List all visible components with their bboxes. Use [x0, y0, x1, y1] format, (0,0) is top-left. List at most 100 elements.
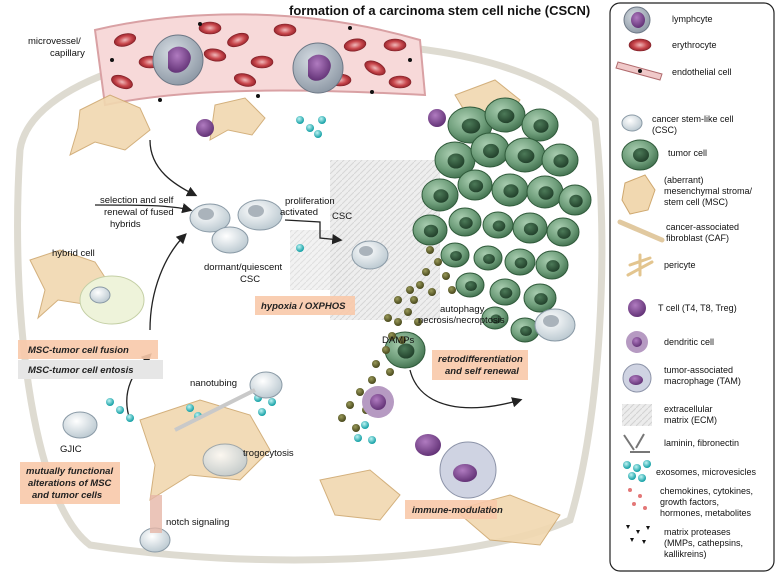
- damp-particle: [352, 424, 360, 432]
- label-damps: DAMPs: [382, 335, 414, 346]
- csc-right: [534, 308, 576, 342]
- box-hypoxia: [255, 296, 355, 315]
- tumor-cell-nucleus: [483, 253, 495, 265]
- tumor-mass: [384, 97, 592, 369]
- exosome: [126, 414, 134, 422]
- tumor-cell-nucleus: [553, 154, 569, 168]
- tumor-cell-nucleus: [517, 148, 535, 164]
- exosome: [314, 130, 322, 138]
- tumor-cell-nucleus: [534, 293, 548, 305]
- tumor-cell-nucleus: [499, 287, 513, 299]
- exosome: [318, 116, 326, 124]
- flow-arrows: [94, 139, 523, 421]
- label-microvessel: microvessel/ capillary: [28, 36, 85, 59]
- tumor-cell-nucleus: [459, 217, 473, 229]
- damp-particle: [448, 286, 456, 294]
- exosome: [268, 398, 276, 406]
- dormant-csc-cluster: [189, 199, 389, 270]
- legend-chemokines: chemokines, cytokines, growth factors, h…: [660, 486, 756, 518]
- damp-particle: [410, 296, 418, 304]
- tumor-cell-nucleus: [433, 189, 449, 203]
- tumor-cell-nucleus: [520, 325, 532, 337]
- label-selection: selection and self renewal of fused hybr…: [100, 195, 176, 230]
- tumor-cell-nucleus: [465, 280, 477, 292]
- damps-particles: [338, 246, 456, 432]
- hybrid-cell: [79, 275, 145, 325]
- box-hypoxia-text: hypoxia / OXPHOS: [261, 301, 346, 312]
- box-retro: [432, 350, 528, 380]
- damp-particle: [356, 388, 364, 396]
- tumor-cell-nucleus: [447, 153, 465, 169]
- legend-dendritic: dendritic cell: [664, 337, 714, 347]
- legend-pericyte: pericyte: [664, 260, 696, 270]
- label-hybrid-cell: hybrid cell: [52, 248, 95, 259]
- exosome: [296, 116, 304, 124]
- damp-particle: [368, 376, 376, 384]
- legend-msc: (aberrant) mesenchymal stroma/ stem cell…: [664, 175, 755, 207]
- box-entosis-text: MSC-tumor cell entosis: [28, 365, 134, 376]
- exosome: [106, 398, 114, 406]
- tumor-cell-nucleus: [523, 222, 539, 236]
- damp-particle: [338, 414, 346, 422]
- legend-tumor-cell: tumor cell: [668, 148, 707, 158]
- damp-particle: [398, 336, 406, 344]
- damp-particle: [404, 308, 412, 316]
- legend-exosomes: exosomes, microvesicles: [656, 467, 757, 477]
- exosome: [368, 436, 376, 444]
- box-retro-text: retrodifferentiation and self renewal: [438, 354, 525, 377]
- damp-particle: [386, 368, 394, 376]
- box-fusion: [18, 340, 158, 359]
- legend-lymphocyte: lymphcyte: [672, 14, 713, 24]
- exosome: [186, 404, 194, 412]
- label-trogocytosis: trogocytosis: [243, 448, 294, 459]
- tumor-cell-nucleus: [514, 257, 528, 269]
- tumor-cell-nucleus: [423, 224, 439, 238]
- tumor-cell-nucleus: [483, 143, 499, 159]
- damp-particle: [394, 296, 402, 304]
- label-autophagy: autophagy necrosis/necroptosis: [418, 304, 505, 326]
- legend-csc: cancer stem-like cell (CSC): [652, 114, 736, 135]
- damp-particle: [372, 360, 380, 368]
- legend-caf: cancer-associated fibroblast (CAF): [666, 222, 742, 243]
- exosome: [296, 244, 304, 252]
- msc-cells: [29, 79, 561, 546]
- box-entosis: [18, 360, 163, 379]
- label-proliferation: proliferation activated: [280, 196, 337, 218]
- legend-tcell: T cell (T4, T8, Treg): [658, 303, 737, 313]
- tumor-cell-nucleus: [468, 179, 484, 193]
- label-notch: notch signaling: [166, 517, 229, 528]
- legend-tam: tumor-associated macrophage (TAM): [664, 365, 741, 386]
- damp-particle: [388, 332, 396, 340]
- damp-particle: [382, 346, 390, 354]
- tumor-cell-nucleus: [492, 220, 506, 232]
- damp-particle: [394, 318, 402, 326]
- legend-proteases: matrix proteases (MMPs, cathepsins, kall…: [664, 527, 746, 559]
- label-nanotubing: nanotubing: [190, 378, 237, 389]
- tumor-cell-nucleus: [557, 227, 571, 239]
- exosome: [116, 406, 124, 414]
- box-mutual-text: mutually functional alterations of MSC a…: [26, 466, 116, 501]
- damp-particle: [442, 272, 450, 280]
- legend-labels: lymphcyte erythrocyte endothelial cell c…: [652, 14, 757, 559]
- tumor-cell-nucleus: [569, 194, 583, 208]
- tumor-cell-nucleus: [497, 108, 515, 124]
- damp-particle: [426, 246, 434, 254]
- label-csc: CSC: [332, 211, 352, 222]
- damp-particle: [384, 314, 392, 322]
- legend-ecm: extracellular matrix (ECM): [664, 404, 717, 425]
- tumor-cell-nucleus: [533, 119, 549, 133]
- msc-tumor-interaction-cells: [62, 371, 283, 553]
- capillary: [93, 13, 427, 107]
- ecm-region-2: [290, 230, 350, 290]
- exosome: [361, 421, 369, 429]
- legend-laminin: laminin, fibronectin: [664, 438, 739, 448]
- box-mutual: [20, 462, 120, 504]
- damp-particle: [416, 281, 424, 289]
- box-immune: [405, 500, 497, 519]
- damp-particle: [434, 258, 442, 266]
- tumor-cell-nucleus: [397, 343, 415, 359]
- diagram-title: formation of a carcinoma stem cell niche…: [289, 3, 590, 18]
- damp-particle: [422, 268, 430, 276]
- tumor-cell-nucleus: [461, 118, 481, 134]
